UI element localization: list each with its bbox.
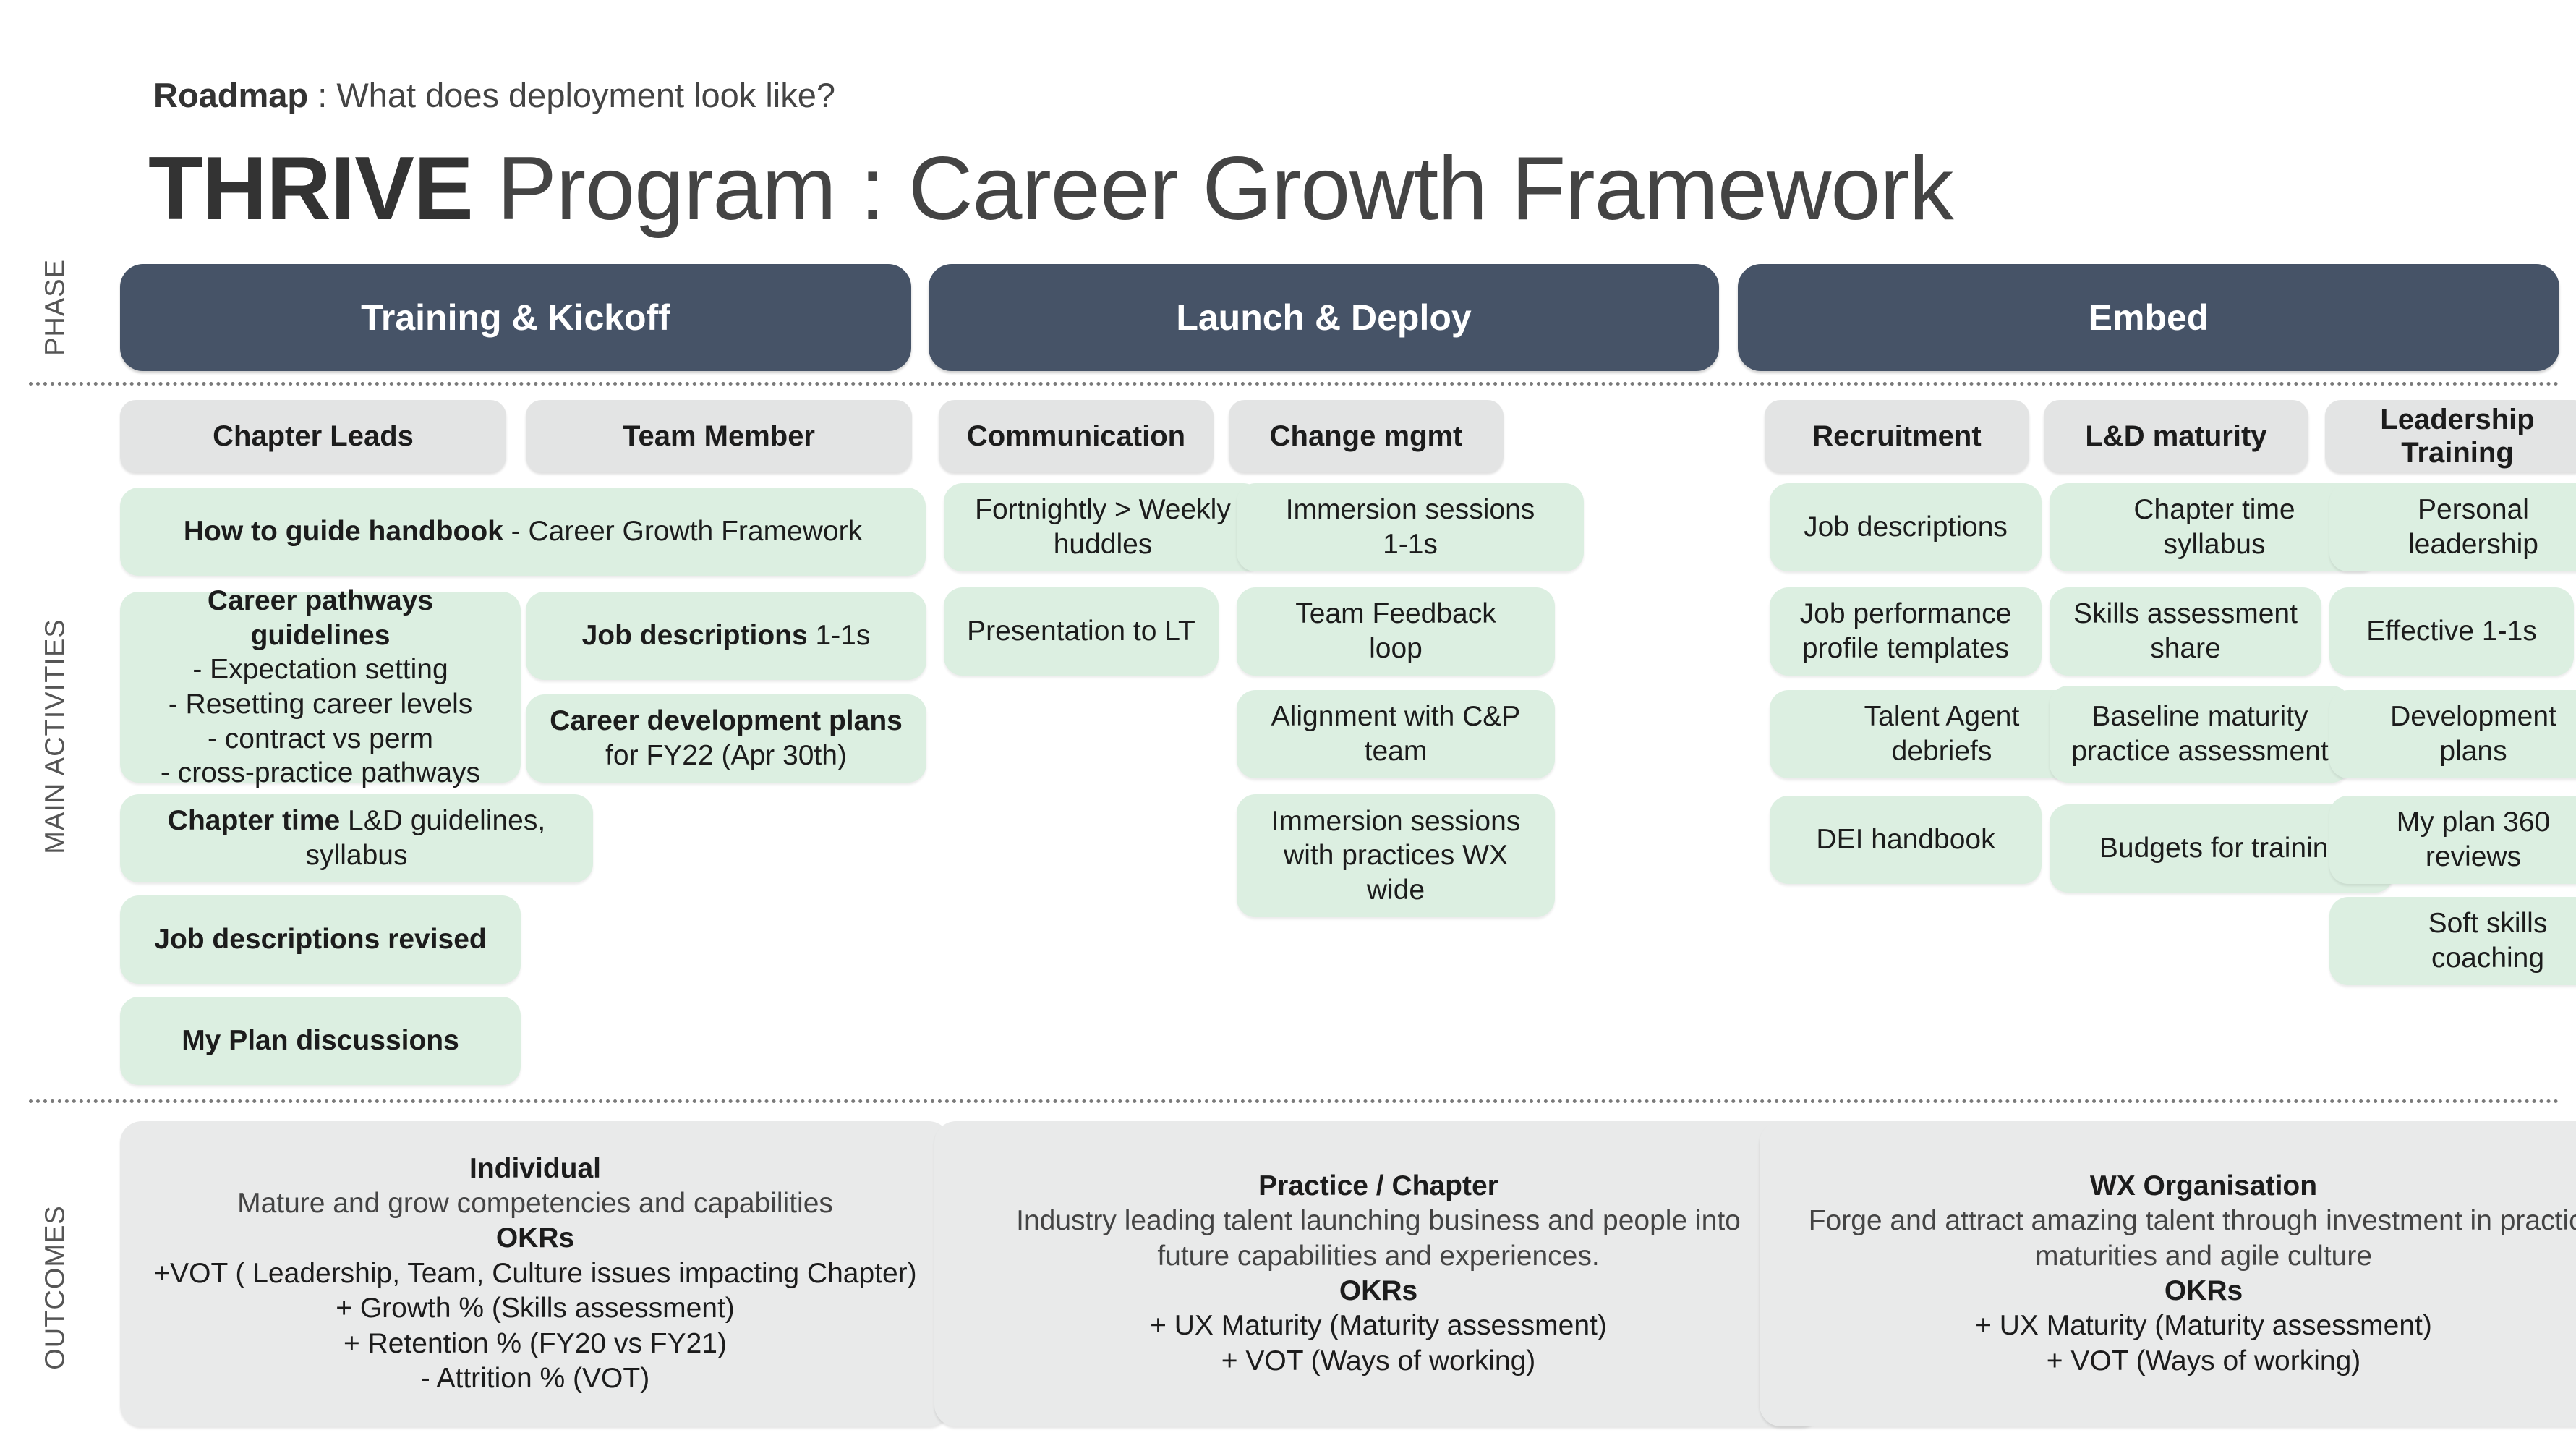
column-header-change-mgmt: Change mgmt [1229,400,1504,472]
activity-recruitment-job-descriptions: Job descriptions [1770,483,2042,571]
outcome-title: Practice / Chapter [1258,1170,1498,1201]
activity-career-development-plans: Career development plans for FY22 (Apr 3… [526,694,926,783]
page-title: THRIVE Program : Career Growth Framework [148,139,1954,239]
activity-chapter-time-syllabus: Chapter time syllabus [2050,483,2379,571]
outcome-individual: Individual Mature and grow competencies … [120,1121,950,1426]
row-label-phase: PHASE [40,259,71,356]
outcome-okr: +VOT ( Leadership, Team, Culture issues … [153,1257,917,1289]
activity-personal-leadership: Personal leadership [2329,483,2576,571]
divider-phase [29,382,2560,386]
row-label-main-activities: MAIN ACTIVITIES [40,618,71,854]
activity-team-feedback-loop: Team Feedback loop [1237,587,1555,676]
activity-baseline-maturity: Baseline maturity practice assessment [2050,686,2350,783]
outcome-description: Forge and attract amazing talent through… [1808,1205,2576,1272]
column-header-chapter-leads: Chapter Leads [120,400,506,472]
outcome-okr-label: OKRs [1339,1275,1418,1306]
activity-immersion-sessions: Immersion sessions 1-1s [1237,483,1584,571]
activity-dei-handbook: DEI handbook [1770,796,2042,884]
outcome-okr: + Growth % (Skills assessment) [336,1293,735,1324]
outcome-okr: + VOT (Ways of working) [1221,1345,1536,1377]
phase-embed: Embed [1738,264,2559,371]
activity-immersion-practices: Immersion sessions with practices WX wid… [1237,794,1555,917]
divider-outcomes [29,1099,2560,1103]
activity-my-plan-discussions: My Plan discussions [120,997,521,1085]
page-subtitle: Roadmap : What does deployment look like… [153,76,836,114]
phase-training-kickoff: Training & Kickoff [120,264,911,371]
activity-presentation-to-lt: Presentation to LT [944,587,1219,676]
outcome-description: Mature and grow competencies and capabil… [237,1188,833,1220]
column-header-communication: Communication [939,400,1214,472]
activity-career-pathways: Career pathways guidelines - Expectation… [120,585,521,788]
activity-fortnightly-huddles: Fortnightly > Weekly huddles [944,483,1262,571]
activity-job-descriptions-revised: Job descriptions revised [120,895,521,984]
column-header-leadership-training: Leadership Training [2325,400,2576,472]
activity-development-plans: Development plans [2329,690,2576,778]
outcome-okr: + UX Maturity (Maturity assessment) [1975,1310,2432,1342]
phase-launch-deploy: Launch & Deploy [929,264,1719,371]
activity-handbook: How to guide handbook - Career Growth Fr… [120,488,926,576]
activity-chapter-time: Chapter time L&D guidelines, syllabus [120,794,593,882]
column-header-ld-maturity: L&D maturity [2044,400,2308,472]
activity-soft-skills-coaching: Soft skills coaching [2329,897,2576,985]
activity-my-plan-360-reviews: My plan 360 reviews [2329,796,2576,884]
row-label-outcomes: OUTCOMES [40,1205,71,1370]
column-header-recruitment: Recruitment [1765,400,2029,472]
outcome-practice-chapter: Practice / Chapter Industry leading tale… [934,1121,1822,1426]
outcome-title: WX Organisation [2089,1170,2318,1201]
activity-job-performance-templates: Job performance profile templates [1770,587,2042,676]
activity-skills-assessment-share: Skills assessment share [2050,587,2321,676]
outcome-title: Individual [469,1152,601,1184]
outcome-okr-label: OKRs [2164,1275,2243,1306]
outcome-description: Industry leading talent launching busine… [1016,1205,1741,1272]
activity-effective-1-1s: Effective 1-1s [2329,587,2574,676]
outcome-wx-organisation: WX Organisation Forge and attract amazin… [1760,1121,2576,1426]
column-header-team-member: Team Member [526,400,912,472]
activity-team-job-descriptions: Job descriptions 1-1s [526,592,926,680]
outcome-okr: - Attrition % (VOT) [420,1362,650,1394]
outcome-okr-label: OKRs [495,1222,575,1254]
outcome-okr: + VOT (Ways of working) [2046,1345,2361,1377]
outcome-okr: + UX Maturity (Maturity assessment) [1150,1310,1607,1342]
outcome-okr: + Retention % (FY20 vs FY21) [344,1327,727,1359]
activity-alignment-cp-team: Alignment with C&P team [1237,690,1555,778]
